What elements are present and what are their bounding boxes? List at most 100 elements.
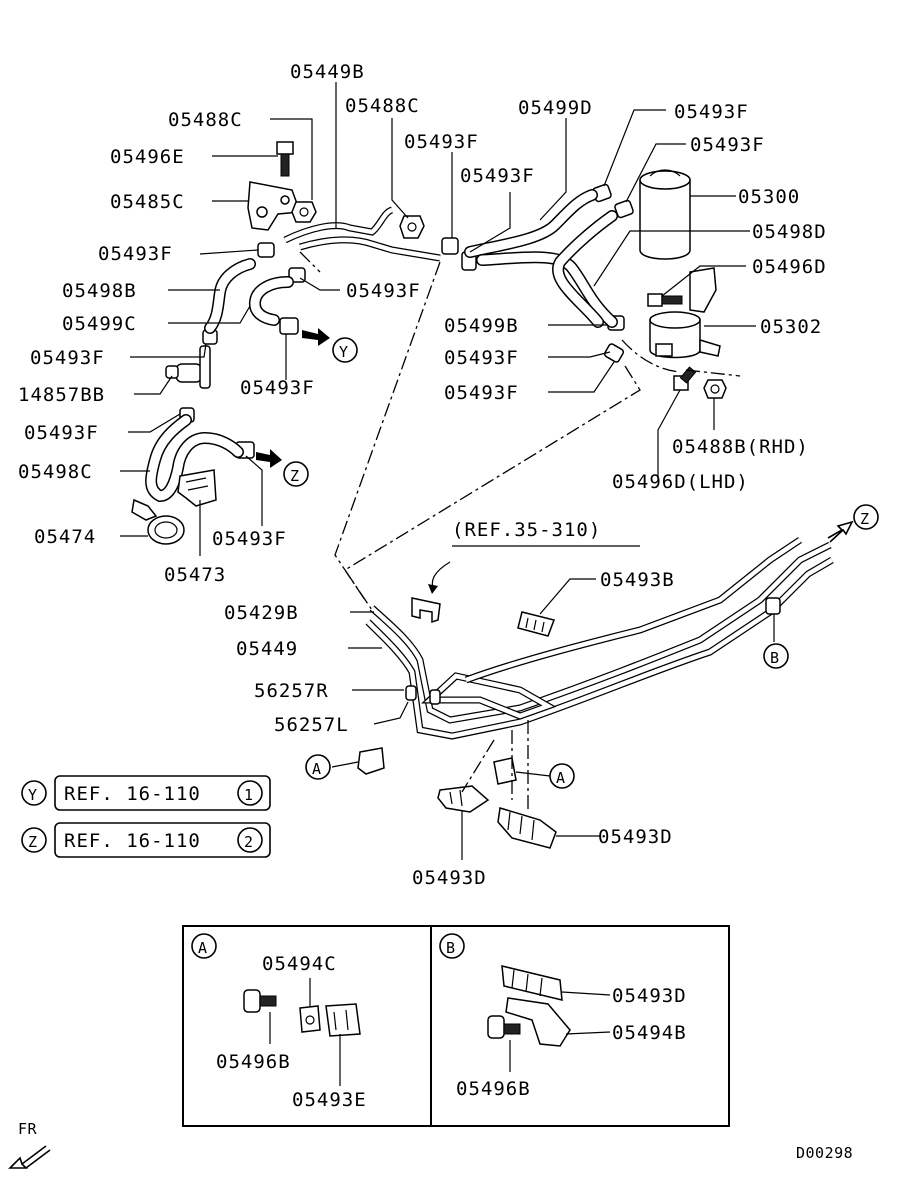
svg-text:Y: Y (28, 786, 38, 804)
ref-Z: Z REF. 16-110 2 (21, 822, 271, 858)
label-05493F-5: 05493F (98, 243, 173, 265)
marker-Z-upper: Z (283, 461, 309, 487)
label-05498B: 05498B (62, 280, 137, 302)
label-05496D: 05496D (752, 256, 827, 278)
label-05449: 05449 (236, 638, 298, 660)
label-05496B-B: 05496B (456, 1078, 531, 1100)
svg-text:A: A (556, 769, 566, 787)
front-direction-indicator: FR (8, 1120, 51, 1169)
label-05485C: 05485C (110, 191, 185, 213)
inset-box-B (430, 925, 730, 1127)
marker-Z-lower: Z (853, 504, 879, 530)
front-label: FR (18, 1120, 38, 1138)
svg-text:B: B (446, 939, 456, 957)
clamp-05493F (179, 183, 634, 459)
bolt-05496E (276, 141, 294, 177)
label-05300: 05300 (738, 186, 800, 208)
ref-Y-text: REF. 16-110 (64, 783, 201, 805)
label-05496D-LHD: 05496D(LHD) (612, 471, 749, 493)
label-ref-35-310: (REF.35-310) (452, 519, 601, 541)
label-05429B: 05429B (224, 602, 299, 624)
label-05494B: 05494B (612, 1022, 687, 1044)
marker-B: B (763, 643, 789, 669)
label-05493F-11: 05493F (24, 422, 99, 444)
arrow-to-Z-upper (256, 449, 282, 468)
ref-Z-text: REF. 16-110 (64, 830, 201, 852)
bracket-05485C (247, 181, 302, 231)
label-05493F-10: 05493F (444, 382, 519, 404)
marker-A-right: A (549, 763, 575, 789)
inset-B-title: B (439, 933, 465, 959)
label-05493D-left: 05493D (412, 867, 487, 889)
clamp-05493D-right (497, 807, 557, 849)
label-05493E: 05493E (292, 1089, 367, 1111)
label-56257R: 56257R (254, 680, 329, 702)
label-05493F-9: 05493F (240, 377, 315, 399)
svg-text:Z: Z (290, 467, 300, 485)
bolt-05496D (647, 293, 683, 307)
label-05488C-left: 05488C (168, 109, 243, 131)
label-05493F-7: 05493F (30, 347, 105, 369)
nut-05488C-left (291, 201, 317, 223)
label-05493F-8: 05493F (444, 347, 519, 369)
clamp-05493B (517, 611, 555, 637)
label-14857BB: 14857BB (18, 384, 105, 406)
svg-text:A: A (312, 760, 322, 778)
label-05493F-4: 05493F (690, 134, 765, 156)
nut-05488B (703, 379, 727, 399)
label-05488B-RHD: 05488B(RHD) (672, 436, 809, 458)
label-05493F-12: 05493F (212, 528, 287, 550)
label-05499D: 05499D (518, 97, 593, 119)
arrow-to-Z-lower (827, 520, 854, 543)
valve-14857BB (165, 345, 211, 389)
svg-text:Z: Z (28, 833, 38, 851)
hose-05499D (464, 189, 598, 258)
label-05493D-right: 05493D (598, 826, 673, 848)
hose-05498B (204, 258, 256, 334)
svg-text:B: B (770, 649, 780, 667)
label-05493D-B: 05493D (612, 985, 687, 1007)
svg-text:Z: Z (860, 510, 870, 528)
clip-B (765, 597, 781, 615)
connector-56257L (429, 689, 441, 705)
marker-Y-upper: Y (332, 337, 358, 363)
clip-A-right (493, 757, 517, 785)
svg-text:Y: Y (339, 343, 349, 361)
ref-Z-number: 2 (244, 833, 254, 851)
hose-05498D (476, 210, 618, 328)
label-05493F-2: 05493F (460, 165, 535, 187)
inset-A-title: A (191, 933, 217, 959)
label-05493F-1: 05493F (404, 131, 479, 153)
label-05498D: 05498D (752, 221, 827, 243)
svg-text:A: A (198, 939, 208, 957)
nut-05488C-right (399, 215, 425, 239)
label-56257L: 56257L (274, 714, 349, 736)
label-05494C: 05494C (262, 953, 337, 975)
clamp-05493D-left (437, 785, 490, 813)
label-05499B: 05499B (444, 315, 519, 337)
clip-05473 (177, 469, 217, 507)
fuel-pipes-05449-05429B (365, 537, 834, 740)
clip-A-left (357, 747, 385, 775)
clip-ref-35-310 (411, 597, 441, 624)
diagram-code: D00298 (796, 1144, 853, 1162)
label-05302: 05302 (760, 316, 822, 338)
label-05449B: 05449B (290, 61, 365, 83)
canister-05300 (639, 169, 691, 260)
clamp-05474 (131, 498, 185, 545)
ref-Y: Y REF. 16-110 1 (21, 775, 271, 811)
hose-05498C (145, 414, 244, 503)
leader-lines (120, 82, 775, 1086)
arrow-to-Y (302, 328, 330, 346)
marker-A-left: A (305, 754, 331, 780)
label-05474: 05474 (34, 526, 96, 548)
label-05493B: 05493B (600, 569, 675, 591)
label-05473: 05473 (164, 564, 226, 586)
vapor-hose-05449B (283, 206, 441, 273)
label-05493F-3: 05493F (674, 101, 749, 123)
label-05496E: 05496E (110, 146, 185, 168)
label-05499C: 05499C (62, 313, 137, 335)
canister-bracket-05302 (649, 267, 721, 359)
label-05496B-A: 05496B (216, 1051, 291, 1073)
